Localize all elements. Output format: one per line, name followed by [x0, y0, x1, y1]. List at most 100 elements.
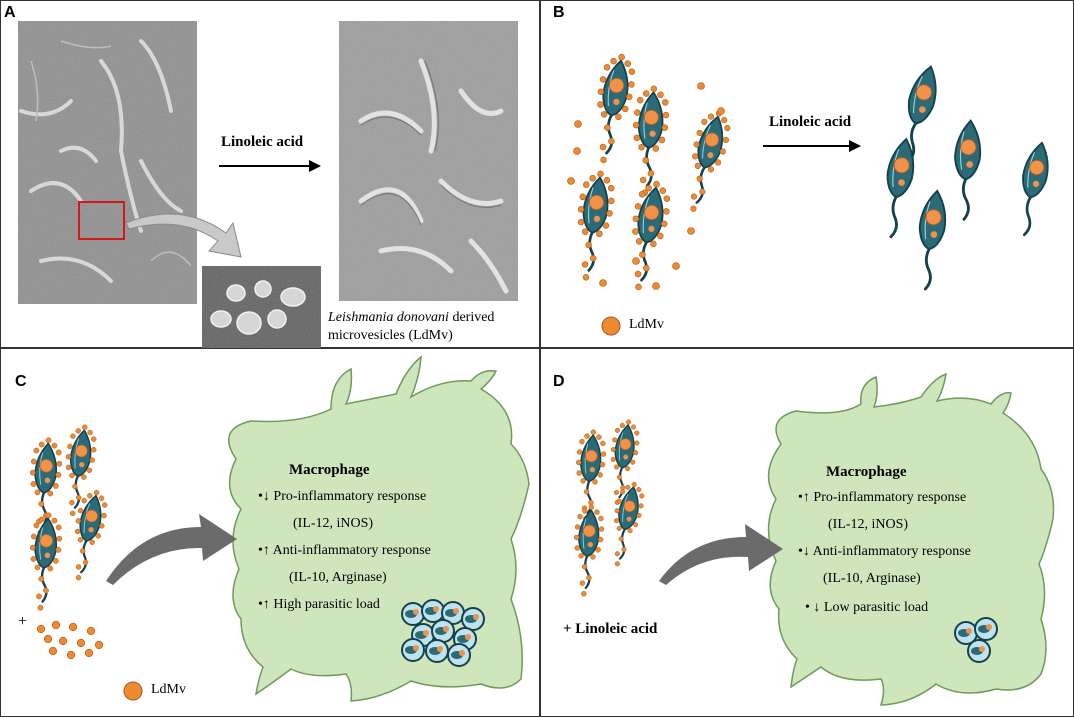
- vesicle-icon: [580, 478, 586, 484]
- vesicle-icon: [719, 148, 726, 155]
- vesicle-icon: [614, 551, 620, 557]
- vesicle-icon: [582, 274, 590, 281]
- vesicle-icon: [573, 147, 581, 155]
- panel-a-graphics: [18, 21, 518, 354]
- vesicle-icon: [625, 419, 632, 425]
- vesicle-icon: [30, 481, 37, 487]
- vesicle-icon: [65, 464, 72, 471]
- vesicle-icon: [650, 85, 658, 92]
- vesicle-icon: [51, 620, 61, 630]
- vesicle-icon: [38, 516, 45, 523]
- highlight-box: [78, 201, 125, 240]
- vesicle-icon: [29, 544, 36, 551]
- vesicle-icon: [632, 121, 640, 129]
- vesicle-icon: [598, 526, 605, 532]
- vesicle-icon: [91, 447, 97, 453]
- curved-arrow-icon: [106, 514, 237, 585]
- vesicle-icon: [597, 536, 604, 543]
- vesicle-icon: [68, 622, 78, 632]
- parasite-icon: [632, 180, 671, 291]
- vesicle-icon: [581, 261, 589, 268]
- vesicle-icon: [36, 593, 42, 600]
- vesicle-icon: [707, 113, 715, 120]
- vesicle-icon: [87, 429, 93, 436]
- vesicle-icon: [610, 456, 616, 463]
- vesicle-icon: [33, 522, 40, 529]
- vesicle-icon: [616, 498, 622, 504]
- vesicle-icon: [643, 264, 650, 272]
- vesicle-icon: [586, 574, 592, 581]
- vesicle-icon: [598, 515, 604, 522]
- amastigote-icon: [421, 599, 445, 623]
- vesicle-icon: [75, 428, 81, 434]
- panel-c-graphics: [29, 355, 530, 702]
- vesicle-icon: [650, 240, 657, 248]
- vesicle-icon: [657, 232, 664, 240]
- vesicle-icon: [619, 422, 625, 428]
- vesicle-icon: [603, 177, 611, 184]
- vesicle-icon: [86, 467, 93, 474]
- parasite-icon: [886, 137, 915, 239]
- vesicle-icon: [600, 451, 607, 457]
- vesicle-icon: [639, 176, 647, 184]
- vesicle-icon: [55, 472, 62, 478]
- vesicle-icon: [38, 441, 45, 448]
- effect-line-4: (IL-10, Arginase): [823, 571, 921, 586]
- panel-b-graphics: [567, 53, 1049, 336]
- vesicle-icon: [43, 587, 49, 594]
- parasite-icon: [613, 481, 645, 567]
- vesicle-icon: [58, 636, 68, 646]
- sem-image-treated: [339, 21, 518, 301]
- amastigote-icon: [401, 638, 425, 662]
- vesicle-icon: [672, 262, 680, 270]
- vesicle-icon: [589, 255, 597, 262]
- vesicle-icon: [56, 460, 63, 467]
- vesicle-icon: [99, 523, 105, 529]
- vesicle-icon: [692, 153, 699, 160]
- parasite-icon: [632, 85, 670, 196]
- vesicle-icon: [721, 117, 728, 124]
- clean-parasites: [886, 65, 1049, 291]
- vesicle-icon: [567, 177, 575, 185]
- vesicle-icon: [52, 558, 59, 564]
- panel-b: B Linoleic acid LdMv: [540, 0, 1074, 348]
- vesicle-icon: [102, 502, 108, 508]
- vesicle-zoom-inset: [202, 266, 321, 354]
- parasite-icon: [74, 489, 108, 581]
- effect-line-2: (IL-12, iNOS): [293, 516, 374, 531]
- vesicle-icon: [81, 497, 87, 504]
- vesicle-icon: [45, 512, 52, 519]
- vesicle-icon: [582, 508, 588, 514]
- coated-parasites: [29, 424, 108, 611]
- vesicle-icon: [34, 564, 41, 571]
- vesicle-icon: [657, 91, 664, 98]
- vesicle-icon: [585, 241, 592, 249]
- vesicle-legend-icon: [601, 316, 621, 336]
- vesicle-icon: [618, 53, 625, 61]
- vesicle-icon: [66, 650, 76, 660]
- vesicle-icon: [638, 503, 644, 509]
- vesicle-icon: [590, 554, 596, 560]
- vesicle-icon: [599, 76, 607, 83]
- amastigote-icon: [425, 639, 449, 663]
- vesicle-icon: [30, 533, 37, 540]
- vesicle-icon: [584, 433, 590, 439]
- vesicle-icon: [610, 57, 617, 65]
- vesicle-icon: [645, 184, 652, 192]
- vesicle-icon: [67, 443, 73, 450]
- vesicle-icon: [55, 547, 62, 553]
- vesicle-icon: [82, 559, 89, 566]
- vesicle-icon: [70, 433, 76, 439]
- effect-line-3: •↑ Anti-inflammatory response: [258, 543, 431, 558]
- amastigote-icon: [401, 602, 425, 626]
- vesicle-icon: [596, 434, 602, 440]
- effect-line-1: •↑ Pro-inflammatory response: [798, 490, 967, 505]
- vesicle-icon: [612, 437, 618, 443]
- parasite-icon: [597, 53, 636, 164]
- vesicle-icon: [597, 88, 605, 96]
- vesicle-icon: [576, 449, 583, 455]
- vesicle-icon: [635, 283, 642, 291]
- arrow-label-b: Linoleic acid: [769, 114, 852, 130]
- vesicle-icon: [634, 270, 642, 278]
- parasite-icon: [610, 419, 640, 505]
